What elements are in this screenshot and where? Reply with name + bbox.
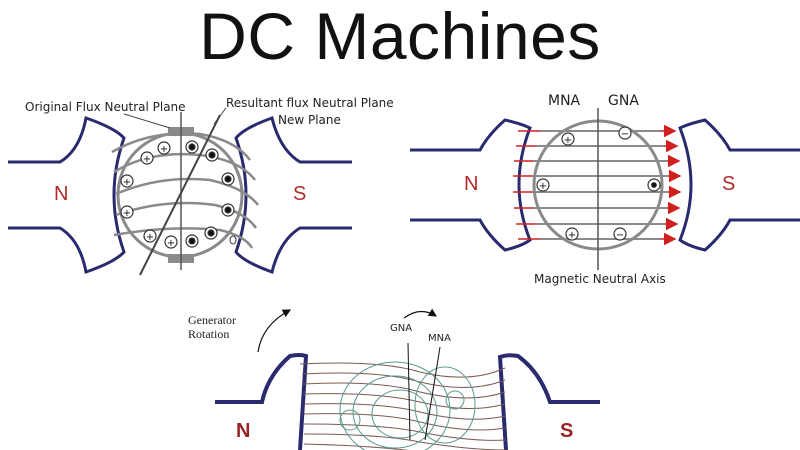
conductor-dot-group-1	[185, 140, 235, 248]
south-pole-shape-2	[678, 118, 800, 252]
svg-text:+: +	[146, 232, 154, 243]
generator-label: Generator	[188, 313, 236, 327]
svg-text:+: +	[123, 177, 131, 188]
south-pole-label-2: S	[722, 173, 736, 195]
rotation-arrow	[257, 309, 292, 353]
flux-lines-3	[299, 362, 507, 450]
south-pole-label-3: S	[560, 420, 574, 442]
rotation-label: Rotation	[188, 327, 230, 341]
svg-text:+: +	[167, 238, 175, 249]
svg-text:−: −	[621, 129, 629, 140]
flux-lines-1	[111, 132, 259, 249]
south-pole-shape-3	[497, 353, 600, 450]
diagram-3	[215, 308, 600, 450]
gna-line-3	[407, 342, 411, 441]
north-pole-label-2: N	[464, 173, 479, 195]
svg-text:+: +	[539, 181, 547, 192]
gna-label-3: GNA	[390, 323, 413, 334]
svg-text:+: +	[564, 135, 572, 146]
page-title: DC Machines	[199, 0, 601, 73]
mna-line-3	[424, 346, 441, 441]
diagram-1: + + + + + +	[8, 107, 352, 276]
gna-label-2: GNA	[608, 93, 639, 109]
north-pole-shape-2	[410, 118, 532, 252]
conductor-empty-1	[229, 235, 237, 245]
small-rotation-arrow	[403, 308, 438, 319]
conductor-dot-2	[651, 182, 657, 188]
conductor-signs-2: + + + − −	[539, 129, 629, 241]
resultant-flux-neutral-plane-label: Resultant flux Neutral Plane	[226, 96, 394, 110]
svg-text:−: −	[616, 230, 624, 241]
new-plane-label: New Plane	[278, 113, 341, 127]
original-flux-neutral-plane-label: Original Flux Neutral Plane	[25, 100, 186, 114]
flux-lines-2	[532, 130, 668, 240]
north-pole-shape-3	[215, 353, 309, 450]
north-pole-label-3: N	[236, 420, 251, 442]
conductor-plus-group-1	[120, 141, 178, 249]
svg-text:+: +	[143, 154, 151, 165]
svg-text:+: +	[160, 144, 168, 155]
leader-resultant	[213, 107, 227, 125]
mna-label-2: MNA	[548, 93, 581, 109]
svg-text:+: +	[123, 208, 131, 219]
leader-original	[123, 113, 171, 129]
diagram-2: + + + − −	[410, 108, 800, 270]
magnetic-neutral-axis-label: Magnetic Neutral Axis	[534, 272, 666, 286]
north-pole-shape-1	[8, 116, 126, 274]
conductor-plus-signs-1: + + + + + +	[123, 144, 175, 249]
north-pole-label-1: N	[54, 183, 69, 205]
armature-field-3	[339, 361, 476, 450]
svg-text:+: +	[568, 230, 576, 241]
mna-label-3: MNA	[428, 333, 451, 344]
south-pole-label-1: S	[293, 183, 307, 205]
resultant-neutral-plane-line	[139, 114, 221, 276]
